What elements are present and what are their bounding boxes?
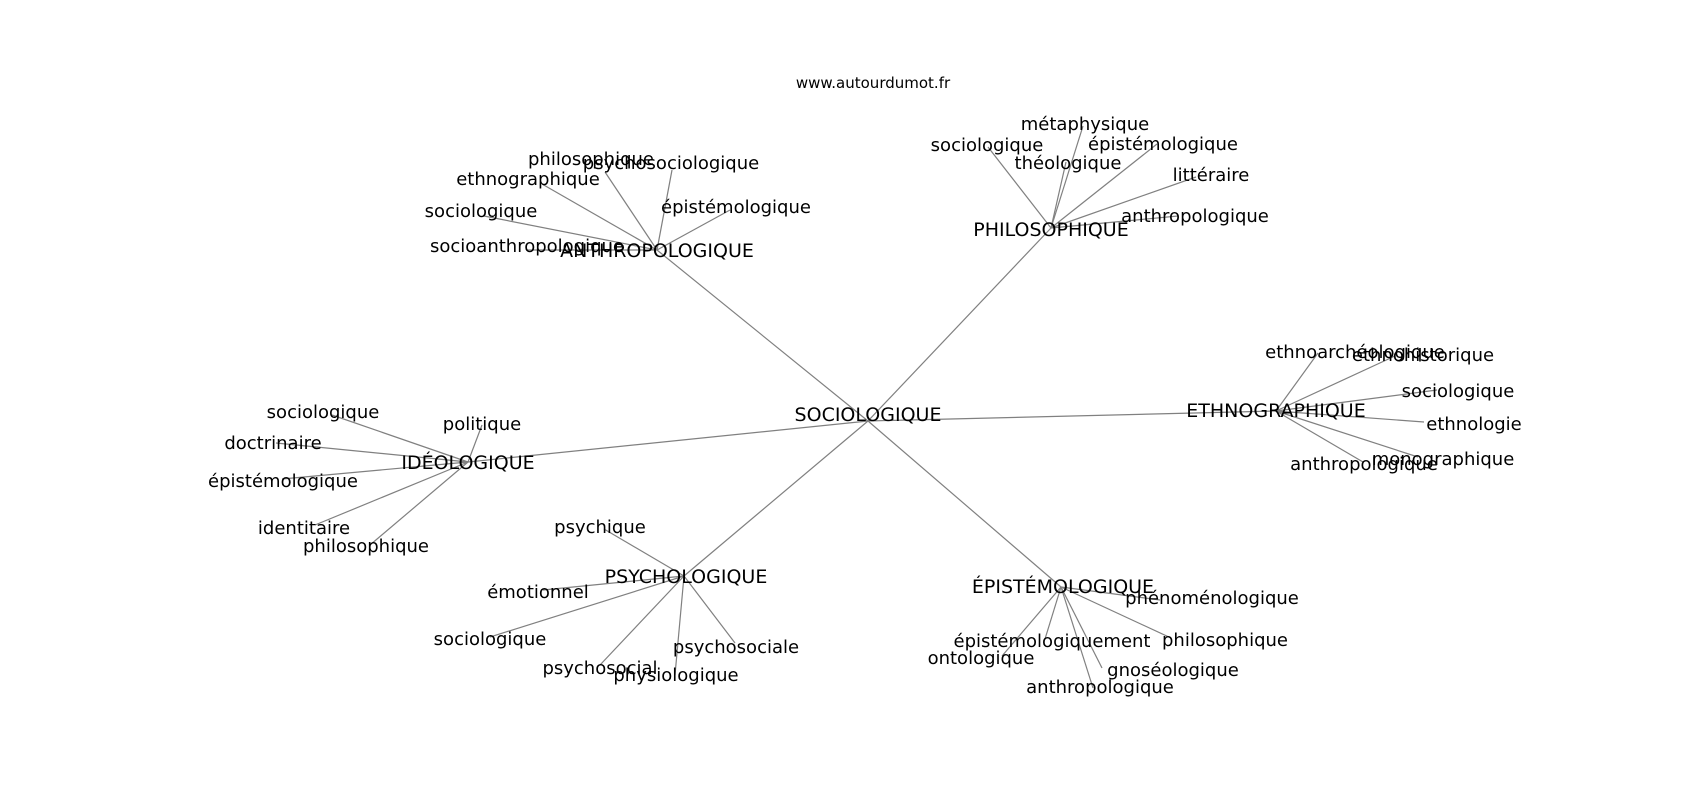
edge-ethnographique-ethnoarcheologique — [1275, 352, 1319, 412]
edge-philosophique-anthropologique — [1050, 215, 1179, 229]
leaf-label-epistemologique-philosophique: philosophique — [1162, 630, 1288, 651]
root-node-label: SOCIOLOGIQUE — [795, 404, 942, 426]
leaf-label-philosophique-theologique: théologique — [1015, 153, 1122, 174]
leaf-label-epistemologique-phenomenologique: phénoménologique — [1125, 588, 1299, 609]
edge-psychologique-sociologique — [489, 575, 685, 638]
edge-epistemologique-anthropologique — [1060, 586, 1094, 689]
leaf-label-psychologique-physiologique: physiologique — [613, 665, 738, 686]
edge-epistemologique-phenomenologique — [1060, 586, 1161, 601]
edge-psychologique-emotionnel — [542, 575, 685, 591]
edge-anthropologique-psychosociologique — [656, 169, 673, 251]
edges-layer — [275, 125, 1438, 689]
edge-epistemologique-gnoseologique — [1060, 586, 1103, 669]
edge-epistemologique-philosophique — [1060, 586, 1172, 639]
edge-ideologique-politique — [467, 424, 483, 463]
labels-layer: www.autourdumot.fr SOCIOLOGIQUE philosop… — [208, 74, 1522, 698]
leaf-label-ethnographique-ethnologie: ethnologie — [1426, 414, 1521, 435]
hub-label-ethnographique: ETHNOGRAPHIQUE — [1186, 400, 1365, 422]
edge-psychologique-psychosocial — [599, 575, 685, 666]
edge-anthropologique-ethnographique — [541, 183, 658, 251]
edge-psychologique-psychique — [603, 528, 685, 577]
leaf-label-philosophique-anthropologique: anthropologique — [1121, 206, 1269, 227]
edge-ideologique-doctrinaire — [275, 442, 469, 463]
edge-philosophique-epistemologique — [1050, 143, 1158, 229]
edge-philosophique-sociologique — [987, 146, 1052, 229]
edge-root-epistemologique — [867, 420, 1062, 588]
leaf-label-epistemologique-gnoseologique: gnoséologique — [1107, 660, 1239, 681]
leaf-label-philosophique-metaphysique: métaphysique — [1021, 114, 1149, 135]
edge-epistemologique-epistemologiquement — [1044, 586, 1062, 640]
edge-philosophique-metaphysique — [1050, 125, 1084, 229]
leaf-label-ideologique-identitaire: identitaire — [258, 518, 350, 539]
hub-label-psychologique: PSYCHOLOGIQUE — [605, 566, 768, 588]
edge-ideologique-identitaire — [314, 461, 469, 526]
leaf-label-ideologique-politique: politique — [443, 414, 521, 435]
edge-anthropologique-sociologique — [483, 215, 658, 251]
leaf-label-epistemologique-epistemologiquement: épistémologiquement — [954, 631, 1151, 652]
edge-philosophique-litteraire — [1050, 176, 1197, 229]
edge-root-ethnographique — [867, 410, 1277, 422]
edge-anthropologique-philosophique — [604, 171, 658, 251]
edge-root-anthropologique — [656, 249, 869, 422]
leaf-label-psychologique-psychosociale: psychosociale — [673, 637, 799, 658]
hub-label-ideologique: IDÉOLOGIQUE — [401, 451, 534, 474]
leaf-label-ethnographique-monographique: monographique — [1372, 449, 1515, 470]
leaf-label-ethnographique-ethnoarcheologique: ethnoarchéologique — [1265, 342, 1445, 363]
leaf-label-philosophique-epistemologique: épistémologique — [1088, 134, 1238, 155]
edge-psychologique-psychosociale — [683, 575, 736, 644]
leaf-label-psychologique-emotionnel: émotionnel — [487, 582, 589, 603]
leaf-label-anthropologique-sociologique: sociologique — [425, 201, 538, 222]
leaf-label-psychologique-sociologique: sociologique — [434, 629, 547, 650]
edge-psychologique-physiologique — [674, 575, 685, 676]
source-url-label: www.autourdumot.fr — [796, 74, 951, 92]
edge-ethnographique-ethnologie — [1275, 410, 1425, 423]
leaf-label-ethnographique-anthropologique: anthropologique — [1290, 454, 1438, 475]
edge-ethnographique-sociologique — [1275, 389, 1438, 412]
edge-root-psychologique — [683, 420, 869, 577]
hub-label-philosophique: PHILOSOPHIQUE — [973, 219, 1128, 241]
leaf-label-ideologique-doctrinaire: doctrinaire — [224, 433, 321, 454]
leaf-label-philosophique-sociologique: sociologique — [931, 135, 1044, 156]
edge-ideologique-sociologique — [331, 414, 469, 463]
leaf-label-psychologique-psychique: psychique — [554, 517, 646, 538]
edge-ideologique-epistemologique — [281, 461, 469, 480]
leaf-label-philosophique-litteraire: littéraire — [1173, 165, 1250, 186]
leaf-label-ideologique-philosophique: philosophique — [303, 536, 429, 557]
leaf-label-anthropologique-ethnographique: ethnographique — [456, 169, 600, 190]
leaf-label-anthropologique-philosophique: philosophique — [528, 149, 654, 170]
edge-root-philosophique — [867, 227, 1052, 422]
hub-label-anthropologique: ANTHROPOLOGIQUE — [560, 240, 754, 262]
edge-philosophique-theologique — [1050, 161, 1067, 229]
edge-anthropologique-epistemologique — [656, 209, 731, 251]
leaf-label-ethnographique-ethnohistorique: ethnohistorique — [1352, 345, 1494, 366]
leaf-label-epistemologique-ontologique: ontologique — [928, 648, 1035, 669]
leaf-label-anthropologique-psychosociologique: psychosociologique — [583, 153, 759, 174]
leaf-label-anthropologique-socioanthropologique: socioanthropologique — [430, 236, 624, 257]
leaf-label-psychologique-psychosocial: psychosocial — [542, 658, 657, 679]
edge-epistemologique-ontologique — [1001, 586, 1062, 657]
leaf-label-ideologique-epistemologique: épistémologique — [208, 471, 358, 492]
edge-root-ideologique — [467, 420, 869, 463]
edge-ethnographique-monographique — [1275, 410, 1419, 458]
edge-ethnographique-anthropologique — [1275, 410, 1364, 463]
leaf-label-anthropologique-epistemologique: épistémologique — [661, 197, 811, 218]
leaf-label-epistemologique-anthropologique: anthropologique — [1026, 677, 1174, 698]
edge-ethnographique-ethnohistorique — [1275, 355, 1396, 412]
leaf-label-ethnographique-sociologique: sociologique — [1402, 381, 1515, 402]
leaf-label-ideologique-sociologique: sociologique — [267, 402, 380, 423]
edge-ideologique-philosophique — [369, 461, 469, 546]
hub-label-epistemologique: ÉPISTÉMOLOGIQUE — [972, 575, 1154, 598]
